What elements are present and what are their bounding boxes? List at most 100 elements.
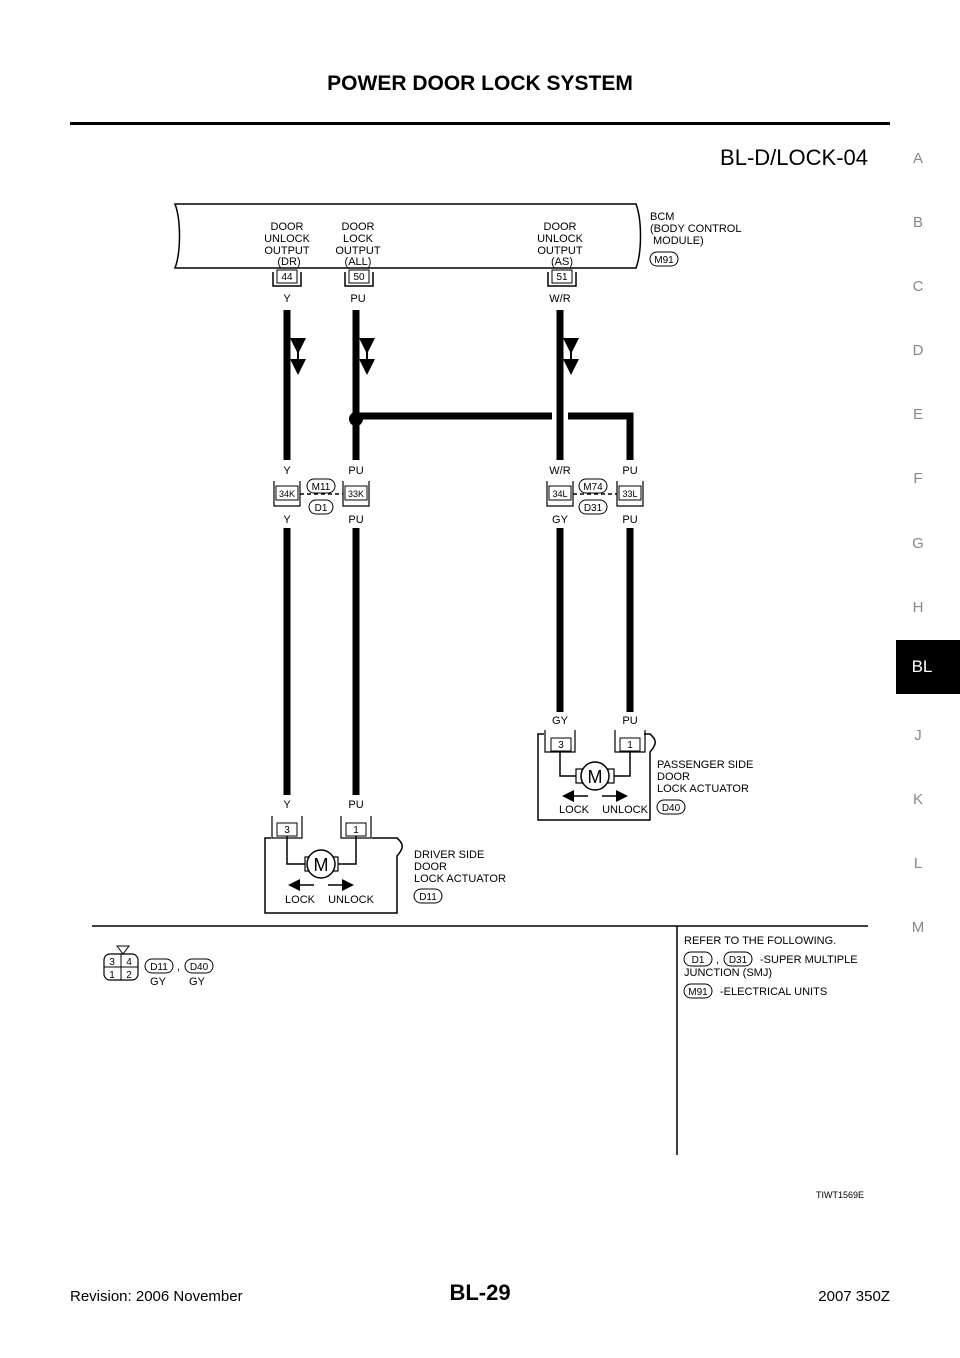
tab-f[interactable]: F — [913, 470, 923, 487]
pass-connector-id: D40 — [662, 803, 681, 814]
bcm-module: DOOR UNLOCK OUTPUT (DR) DOOR LOCK OUTPUT… — [173, 203, 741, 269]
bcm-name-line3: MODULE) — [653, 235, 704, 247]
jl-right-gy-below: GY — [552, 514, 569, 526]
signal-arrows — [290, 338, 579, 375]
footer-page-number: BL-29 — [449, 1280, 511, 1305]
tab-bl-active[interactable]: BL — [896, 640, 960, 694]
terminal-50: 50 — [353, 272, 365, 283]
junction-left: 34K 33K M11 D1 — [273, 478, 370, 515]
pass-pin-3: 3 — [558, 740, 564, 751]
drv-connector-id: D11 — [419, 892, 437, 903]
legend-conn-d11: D11 — [150, 962, 168, 973]
ref-conn-m91: M91 — [688, 987, 708, 998]
tab-g[interactable]: G — [912, 535, 924, 552]
wire-label-y-top: Y — [283, 293, 291, 305]
wire-label-wr-top: W/R — [549, 293, 570, 305]
passenger-actuator: GY PU 3 1 M LOCK UNLOCK PASSENGER SIDE D… — [537, 715, 753, 821]
tab-bl-label: BL — [911, 657, 933, 676]
bcm-out-all-line2: LOCK — [343, 233, 374, 245]
tab-h[interactable]: H — [912, 599, 924, 616]
bcm-out-dr-line1: DOOR — [271, 221, 304, 233]
wires — [283, 310, 634, 795]
drv-lock-label: LOCK — [285, 894, 316, 906]
legend-color-d40: GY — [189, 976, 206, 988]
bcm-out-dr-line4: (DR) — [277, 256, 300, 268]
tab-b[interactable]: B — [912, 214, 923, 231]
ref-desc-smj-line1: -SUPER MULTIPLE — [760, 954, 858, 966]
legend-separator: , — [177, 961, 180, 973]
driver-actuator: Y PU 3 1 M LOCK UNLOCK DRIVER SIDE DOOR … — [264, 799, 506, 914]
ref-separator: , — [716, 954, 719, 966]
drv-pin-1: 1 — [353, 825, 359, 836]
photo-code: TIWT1569E — [815, 1190, 864, 1200]
footer-model: 2007 350Z — [818, 1288, 890, 1305]
bcm-out-all-line3: OUTPUT — [335, 245, 381, 257]
jl-right-pu-below: PU — [622, 514, 637, 526]
reference-heading: REFER TO THE FOLLOWING. — [684, 935, 836, 947]
tab-l[interactable]: L — [913, 855, 923, 872]
terminal-44: 44 — [281, 272, 293, 283]
drv-unlock-label: UNLOCK — [328, 894, 375, 906]
legend-color-d11: GY — [150, 976, 167, 988]
splice-point — [349, 412, 363, 426]
tab-j[interactable]: J — [914, 727, 922, 744]
legend-pin-4: 4 — [126, 957, 132, 968]
wire-label-pu-top: PU — [350, 293, 365, 305]
jl-left-pu-below: PU — [348, 514, 363, 526]
pass-name-line3: LOCK ACTUATOR — [657, 783, 749, 795]
tab-d[interactable]: D — [912, 342, 924, 359]
bcm-out-dr-line3: OUTPUT — [264, 245, 310, 257]
bcm-terminals: 44 50 51 — [272, 269, 577, 287]
bcm-out-dr-line2: UNLOCK — [264, 233, 311, 245]
ref-conn-d1: D1 — [692, 955, 705, 966]
reference-block: REFER TO THE FOLLOWING. D1 , D31 -SUPER … — [683, 935, 858, 999]
drv-name-line1: DRIVER SIDE — [414, 849, 484, 861]
pin-33l: 33L — [622, 489, 637, 499]
jl-left-pu-above: PU — [348, 465, 363, 477]
bcm-name-line2: (BODY CONTROL — [650, 223, 741, 235]
jl-left-y-above: Y — [283, 465, 291, 477]
junction-right: 34L 33L M74 D31 — [546, 478, 644, 515]
pin-34l: 34L — [552, 489, 567, 499]
bcm-out-all-line4: (ALL) — [345, 256, 372, 268]
bcm-out-all-line1: DOOR — [342, 221, 375, 233]
pass-unlock-label: UNLOCK — [602, 804, 649, 816]
pass-name-line2: DOOR — [657, 771, 690, 783]
tab-a[interactable]: A — [912, 150, 923, 167]
junction-d1: D1 — [315, 503, 328, 514]
jl-left-y-below: Y — [283, 514, 291, 526]
drv-name-line2: DOOR — [414, 861, 447, 873]
jl-right-wr-above: W/R — [549, 465, 570, 477]
wire-pu-branch-b — [568, 412, 634, 460]
ref-desc-units: -ELECTRICAL UNITS — [720, 986, 827, 998]
bcm-out-as-line1: DOOR — [544, 221, 577, 233]
pin-34k: 34K — [279, 489, 295, 499]
legend-pin-2: 2 — [126, 970, 132, 981]
drv-wire-pu: PU — [348, 799, 363, 811]
bcm-out-as-line4: (AS) — [551, 256, 573, 268]
drv-wire-y: Y — [283, 799, 291, 811]
pass-lock-label: LOCK — [559, 804, 590, 816]
tab-m[interactable]: M — [911, 919, 925, 936]
junction-m11: M11 — [312, 482, 331, 493]
drv-name-line3: LOCK ACTUATOR — [414, 873, 506, 885]
pass-wire-gy: GY — [552, 715, 569, 727]
terminal-51: 51 — [556, 272, 568, 283]
pass-name-line1: PASSENGER SIDE — [657, 759, 753, 771]
pass-wire-pu: PU — [622, 715, 637, 727]
connector-legend: 3 4 1 2 D11 , D40 GY GY — [103, 945, 214, 988]
pass-pin-1: 1 — [627, 740, 633, 751]
header-rule — [70, 122, 890, 125]
tab-c[interactable]: C — [912, 278, 924, 295]
legend-conn-d40: D40 — [190, 962, 209, 973]
tab-k[interactable]: K — [912, 791, 923, 808]
page-title: POWER DOOR LOCK SYSTEM — [327, 72, 633, 95]
legend-pin-1: 1 — [109, 970, 115, 981]
drv-pin-3: 3 — [284, 825, 290, 836]
tab-e[interactable]: E — [912, 406, 923, 423]
pin-33k: 33K — [348, 489, 364, 499]
diagram-code: BL-D/LOCK-04 — [720, 145, 868, 170]
footer-revision: Revision: 2006 November — [70, 1288, 243, 1305]
bcm-out-as-line2: UNLOCK — [537, 233, 584, 245]
